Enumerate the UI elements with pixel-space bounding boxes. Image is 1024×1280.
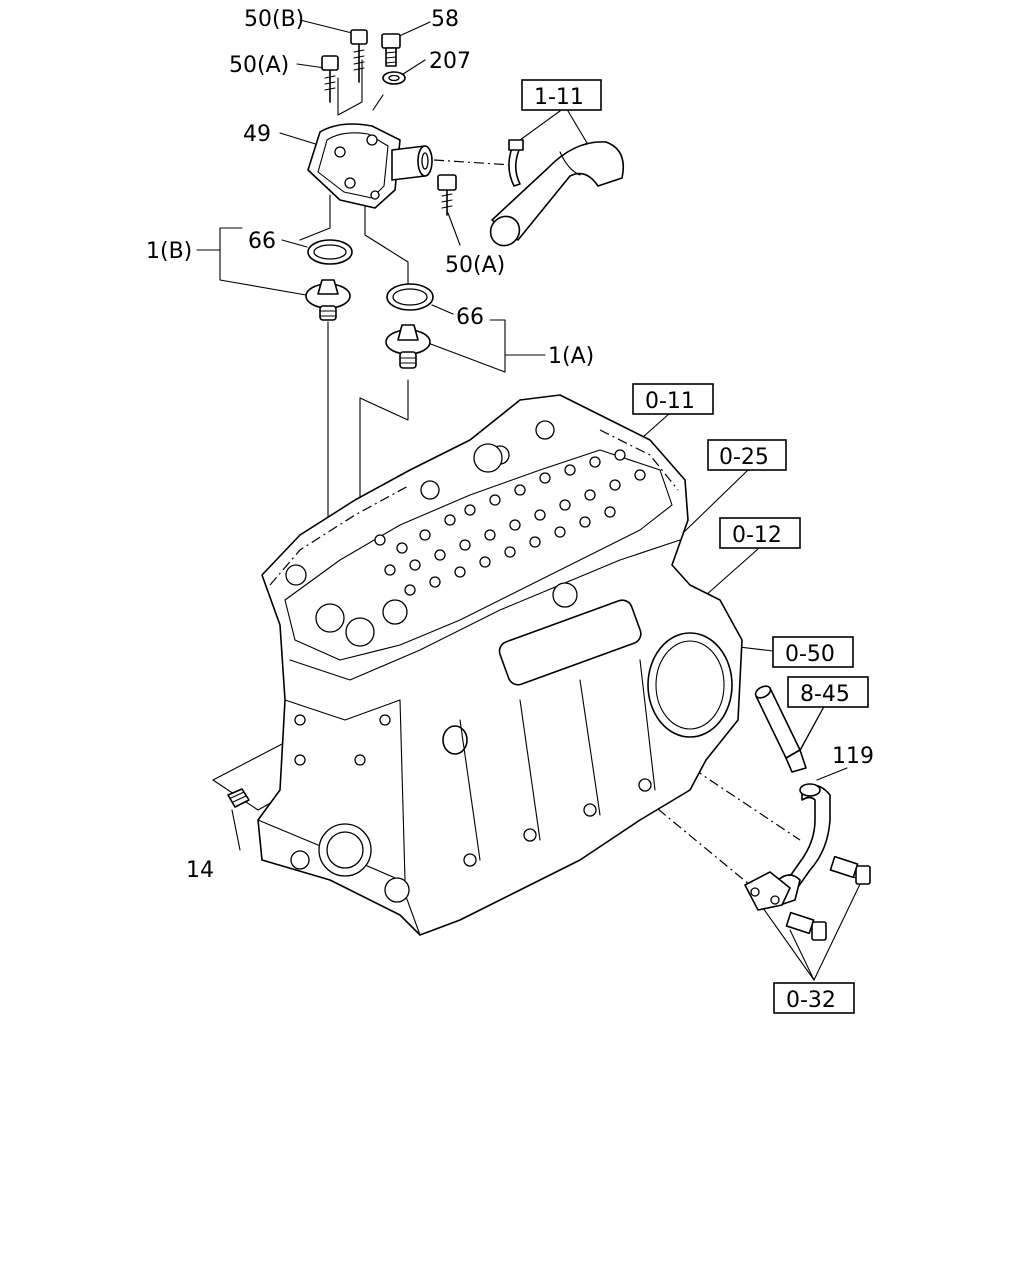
hose-clamp (508, 139, 524, 187)
ref-0-25: 0-25 (707, 439, 787, 471)
bracket-0-32 (744, 871, 791, 911)
label-1a: 1(A) (548, 344, 594, 369)
ref-0-32: 0-32 (773, 982, 855, 1014)
svg-text:0-32: 0-32 (786, 988, 836, 1013)
bolt-50b (350, 29, 368, 83)
engine-block (257, 394, 743, 936)
bolt-58 (381, 33, 401, 67)
svg-text:0-50: 0-50 (785, 642, 835, 667)
gasket-66-right (386, 283, 434, 311)
svg-text:1-11: 1-11 (534, 85, 584, 110)
bolt-50a-right (437, 174, 457, 216)
label-50a-top: 50(A) (229, 53, 289, 78)
leader-lines (196, 19, 863, 981)
plug-14 (227, 788, 250, 808)
ref-8-45: 8-45 (787, 676, 869, 708)
svg-text:0-11: 0-11 (645, 389, 695, 414)
thermostat-housing-49 (307, 123, 433, 209)
label-49: 49 (243, 122, 271, 147)
label-50a-right: 50(A) (445, 253, 505, 278)
label-207: 207 (429, 49, 471, 74)
label-119: 119 (832, 744, 874, 769)
svg-text:0-12: 0-12 (732, 523, 782, 548)
washer-207 (382, 71, 406, 85)
thermostat-1b (305, 279, 351, 321)
radiator-hose (489, 141, 625, 247)
bolt-50a-top (321, 55, 339, 103)
label-1b: 1(B) (146, 239, 192, 264)
part-labels: 50(B) 58 50(A) 207 49 66 1(B) 50(A) 66 1… (146, 7, 874, 883)
ref-0-11: 0-11 (632, 383, 714, 415)
thermostat-1a (385, 324, 431, 369)
svg-text:0-25: 0-25 (719, 445, 769, 470)
ref-1-11: 1-11 (521, 79, 602, 111)
reference-labels: 1-11 0-11 0-25 0-12 0-50 8-45 0-32 (521, 79, 869, 1014)
svg-text:8-45: 8-45 (800, 682, 850, 707)
gasket-66-left (307, 239, 353, 265)
label-14: 14 (186, 858, 214, 883)
label-66-left: 66 (248, 229, 276, 254)
ref-0-12: 0-12 (719, 517, 801, 549)
label-66-right: 66 (456, 305, 484, 330)
breather-hose (754, 685, 807, 773)
ref-0-50: 0-50 (772, 636, 854, 668)
bolt-lower-2 (785, 911, 827, 941)
label-50b: 50(B) (244, 7, 304, 32)
bolt-lower-1 (829, 855, 871, 885)
label-58: 58 (431, 7, 459, 32)
